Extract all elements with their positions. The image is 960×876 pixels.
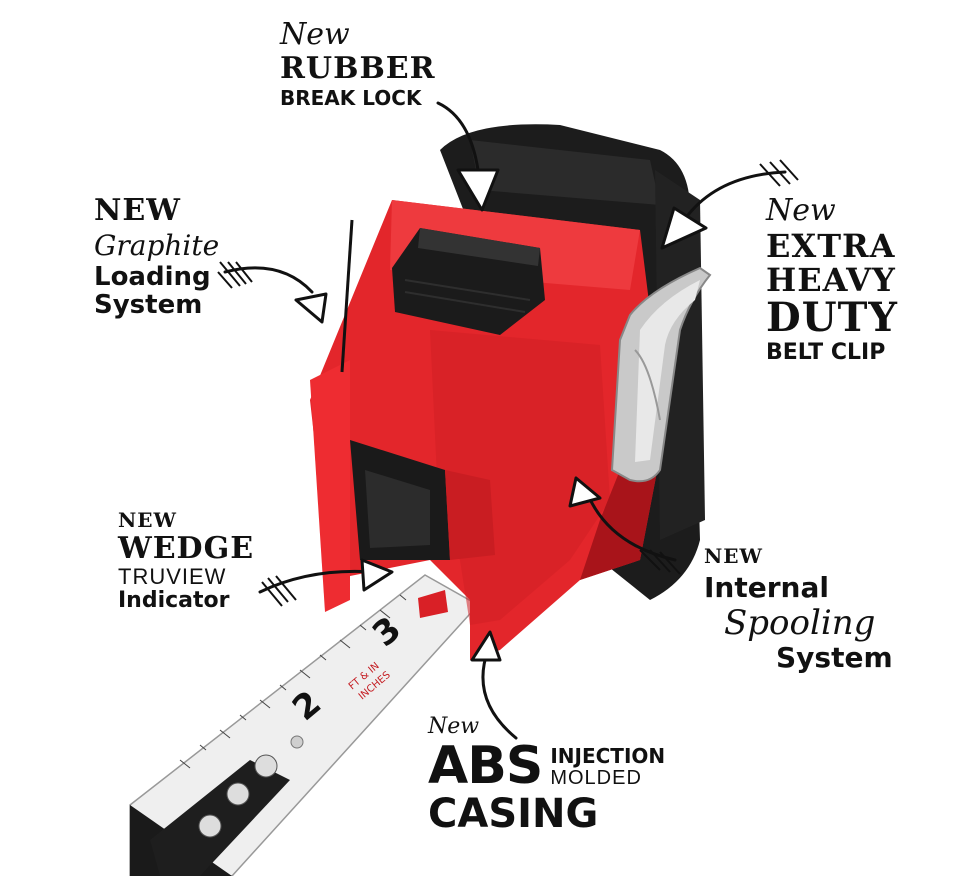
abs-side1: INJECTION xyxy=(550,744,666,768)
graphite-script: Graphite xyxy=(94,229,220,262)
graphite-line3: System xyxy=(94,290,203,320)
label-wedge-truview: NEW WEDGE TRUVIEW Indicator xyxy=(118,510,254,612)
label-graphite-loading-system: NEW Graphite Loading System xyxy=(94,193,220,320)
rubber-line2: BREAK LOCK xyxy=(280,86,422,110)
rubber-break-lock-button xyxy=(392,228,545,335)
beltclip-line3: DUTY xyxy=(766,294,898,341)
abs-line2: CASING xyxy=(428,791,599,837)
arrow-tail-hatches xyxy=(217,159,799,607)
label-internal-spooling: NEW Internal Spooling System xyxy=(704,546,893,672)
belt-clip xyxy=(610,266,712,483)
beltclip-line4: BELT CLIP xyxy=(766,340,886,365)
abs-big: ABS xyxy=(428,736,543,796)
wedge-line2: WEDGE xyxy=(118,531,255,566)
graphite-line1: NEW xyxy=(94,193,181,228)
label-rubber-break-lock: New RUBBER BREAK LOCK xyxy=(280,17,436,110)
abs-side2: MOLDED xyxy=(550,767,642,789)
rubber-line1: RUBBER xyxy=(280,51,436,86)
spooling-line3: System xyxy=(776,641,893,674)
spooling-line2: Internal xyxy=(704,571,829,604)
tape-blade: 3 2 FT & IN INCHES xyxy=(129,574,480,876)
wedge-line3: TRUVIEW xyxy=(118,564,227,589)
spooling-script: Spooling xyxy=(724,603,876,643)
wedge-line1: NEW xyxy=(118,508,177,532)
rubber-new-script: New xyxy=(280,17,350,52)
beltclip-line1: EXTRA xyxy=(766,227,896,265)
annotation-arrows xyxy=(223,101,787,740)
spooling-line1: NEW xyxy=(704,544,763,568)
abs-new-script: New xyxy=(428,714,480,739)
graphite-line2: Loading xyxy=(94,262,211,292)
wedge-line4: Indicator xyxy=(118,588,230,613)
beltclip-line2: HEAVY xyxy=(766,261,896,299)
label-belt-clip: New EXTRA HEAVY DUTY BELT CLIP xyxy=(766,196,898,364)
beltclip-new-script: New xyxy=(766,193,836,228)
label-abs-casing: New ABS INJECTION MOLDED CASING xyxy=(428,714,666,837)
